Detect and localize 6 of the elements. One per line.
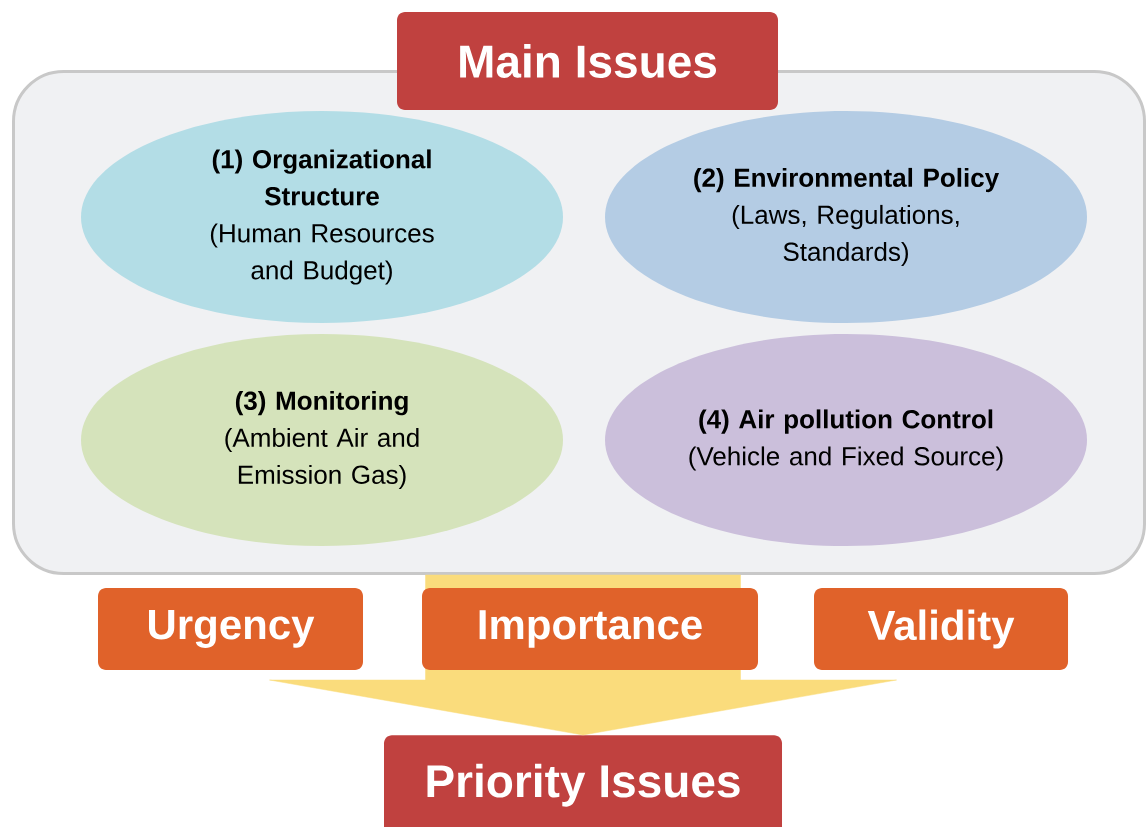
criterion-box: Urgency <box>98 588 363 670</box>
criterion-box: Importance <box>422 588 758 670</box>
result-box: Priority Issues <box>384 735 782 827</box>
criterion-box: Validity <box>814 588 1068 670</box>
node-label: Importance <box>479 610 702 648</box>
title-box: Main Issues <box>397 12 778 110</box>
